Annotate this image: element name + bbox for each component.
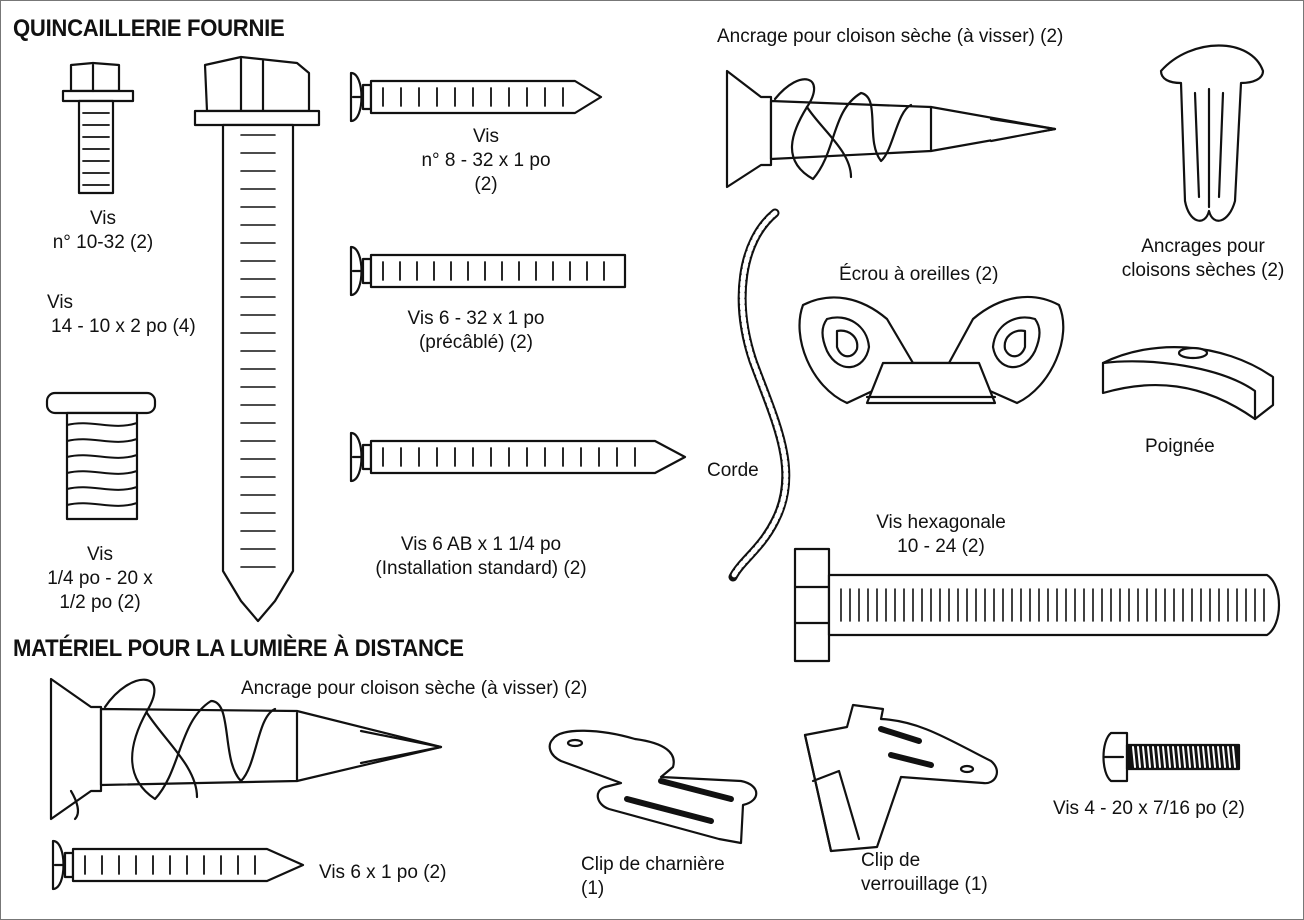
label-lock-clip: Clip de verrouillage (1)	[861, 850, 988, 895]
label-screw-14-10: Vis 14 - 10 x 2 po (4)	[47, 292, 196, 337]
screw-8-32-illustration	[349, 71, 603, 123]
label-drywall-anchors: Ancrages pour cloisons sèches (2)	[1121, 236, 1285, 281]
screw-6ab-illustration	[349, 431, 687, 483]
screw-quarter-20-illustration	[45, 391, 157, 521]
label-hinge-clip: Clip de charnière (1)	[581, 854, 725, 899]
label-screw-4-20: Vis 4 - 20 x 7/16 po (2)	[1053, 798, 1245, 819]
label-wing-nut: Écrou à oreilles (2)	[839, 264, 999, 285]
label-screw-6-32: Vis 6 - 32 x 1 po (précâblé) (2)	[407, 308, 545, 353]
lock-clip-illustration	[803, 703, 999, 853]
section-title-supplied-hardware: QUINCAILLERIE FOURNIE	[13, 15, 285, 42]
screw-4-20-illustration	[1102, 731, 1241, 783]
label-drywall-anchor-top: Ancrage pour cloison sèche (à visser) (2…	[717, 26, 1064, 47]
screw-6-32-illustration	[349, 245, 627, 297]
label-screw-10-32: Vis n° 10-32 (2)	[52, 208, 154, 253]
label-drywall-anchor-bottom: Ancrage pour cloison sèche (à visser) (2…	[241, 678, 588, 699]
section-title-remote-light-hardware: MATÉRIEL POUR LA LUMIÈRE À DISTANCE	[13, 635, 464, 662]
wing-nut-illustration	[798, 295, 1065, 405]
label-screw-quarter-20: Vis 1/4 po - 20 x 1/2 po (2)	[47, 544, 153, 613]
screw-6x1-illustration	[51, 839, 305, 891]
screw-10-32-illustration	[61, 61, 135, 195]
hex-bolt-10-24-illustration	[793, 547, 1280, 663]
handle-illustration	[1101, 345, 1275, 421]
label-cord: Corde	[707, 460, 759, 481]
cord-illustration	[728, 208, 791, 582]
label-screw-6ab: Vis 6 AB x 1 1/4 po (Installation standa…	[375, 534, 587, 579]
drywall-anchors-illustration	[1159, 44, 1265, 222]
hinge-clip-illustration	[548, 729, 758, 845]
drywall-anchor-top-illustration	[725, 69, 1057, 189]
drywall-anchor-bottom-illustration	[49, 677, 443, 821]
label-handle: Poignée	[1145, 436, 1215, 457]
label-screw-6x1: Vis 6 x 1 po (2)	[319, 862, 447, 883]
lag-screw-14-10-illustration	[193, 55, 321, 623]
label-screw-8-32: Vis n° 8 - 32 x 1 po (2)	[421, 126, 551, 195]
label-hex-screw: Vis hexagonale 10 - 24 (2)	[876, 512, 1006, 557]
